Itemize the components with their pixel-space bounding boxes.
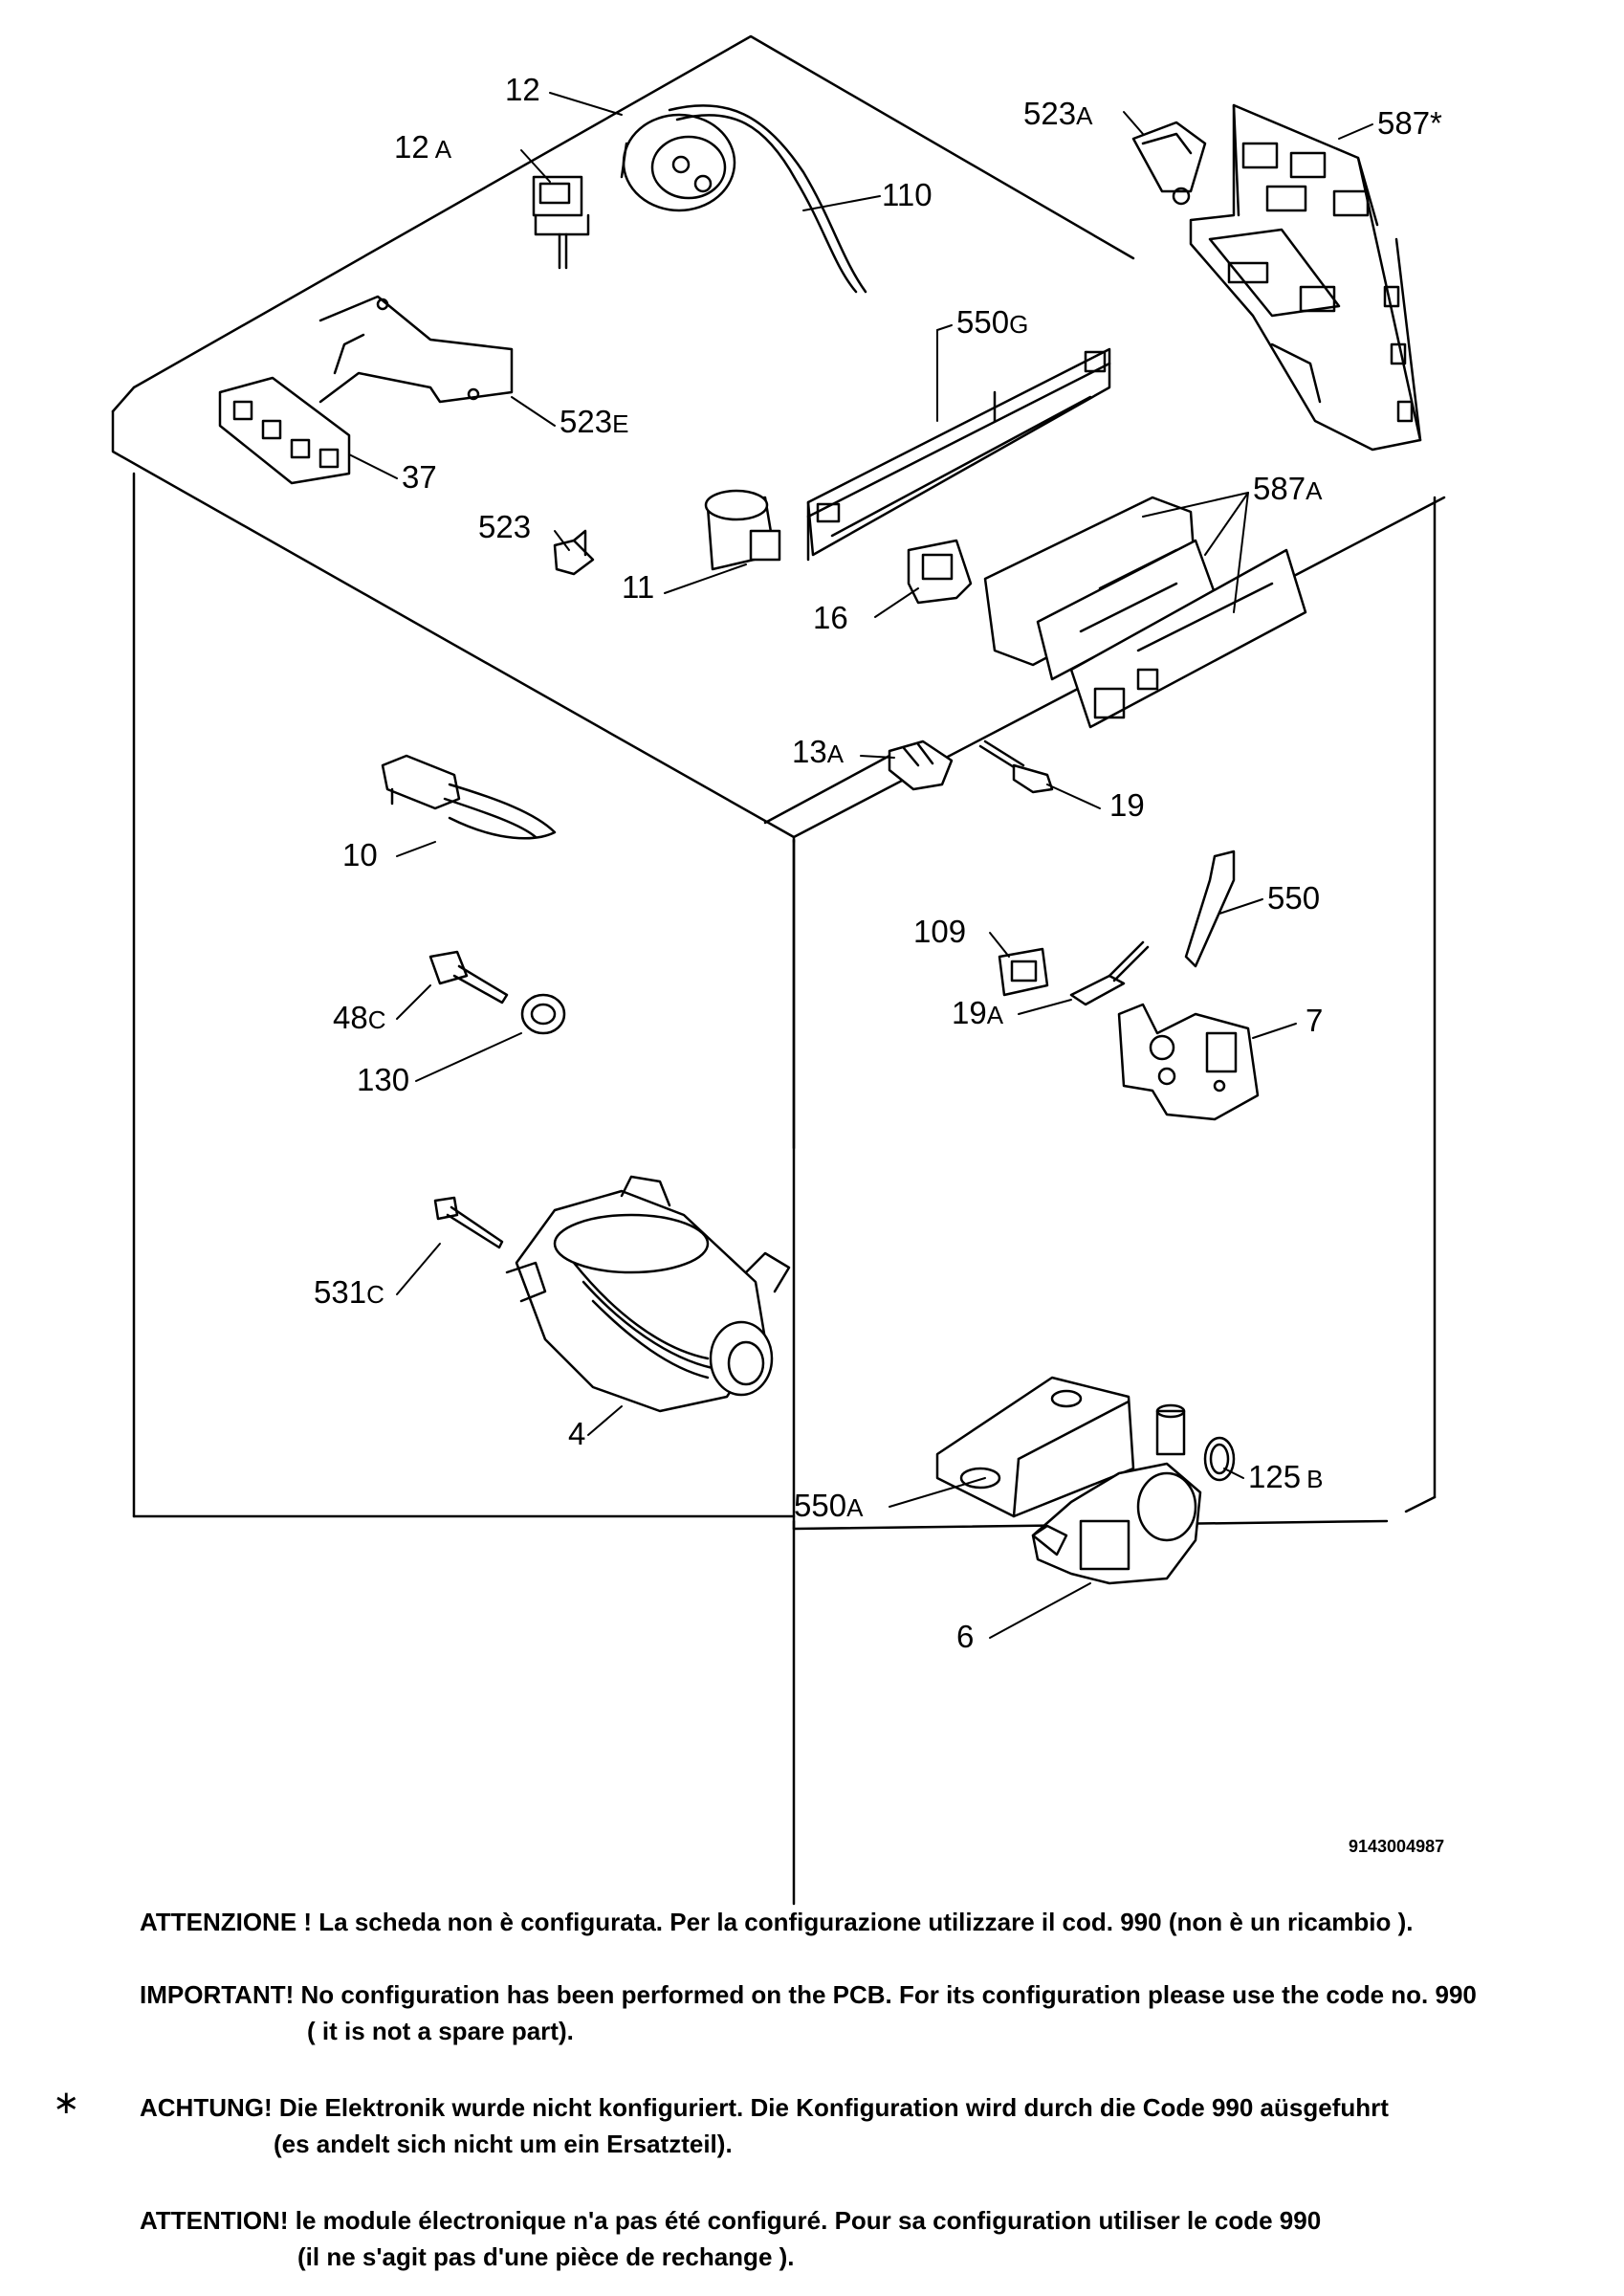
label-48c: 48C	[333, 1000, 386, 1035]
label-16: 16	[813, 600, 848, 635]
label-130: 130	[357, 1062, 409, 1097]
label-19a: 19A	[952, 995, 1004, 1030]
note-english-line1: IMPORTANT! No configuration has been per…	[140, 1980, 1477, 2009]
part-37-terminal-block	[218, 376, 351, 485]
label-109: 109	[913, 914, 966, 949]
part-13a-connector	[888, 740, 954, 791]
part-6-drain-pump	[1031, 1403, 1202, 1585]
label-6: 6	[956, 1619, 974, 1654]
note-german-line1: ACHTUNG! Die Elektronik wurde nicht konf…	[140, 2093, 1389, 2122]
label-587a: 587A	[1253, 471, 1323, 506]
part-109-latch	[998, 947, 1049, 997]
label-4: 4	[568, 1416, 585, 1451]
label-523: 523	[478, 509, 531, 544]
leader-lines	[348, 92, 1373, 1639]
part-550-lever	[1184, 850, 1236, 968]
label-587-star: 587*	[1377, 105, 1442, 141]
note-english-line2: ( it is not a spare part).	[307, 2017, 574, 2045]
note-french: ATTENTION! le module électronique n'a pa…	[140, 2202, 1321, 2275]
part-16-relay	[907, 539, 973, 605]
exploded-parts-diagram: 12 12A 110 523A 587* 550G 523E 37 523 11…	[111, 34, 1446, 1906]
part-587a-control-boards	[983, 496, 1307, 729]
label-531c: 531C	[314, 1274, 384, 1310]
part-523a-clip	[1131, 121, 1207, 206]
label-37: 37	[402, 459, 437, 495]
part-4-motor	[505, 1175, 791, 1413]
part-523e-bracket	[318, 295, 514, 404]
note-italian: ATTENZIONE ! La scheda non è configurata…	[140, 1904, 1414, 1940]
note-italian-line1: ATTENZIONE ! La scheda non è configurata…	[140, 1908, 1414, 1936]
label-550: 550	[1267, 880, 1320, 916]
part-19-sensor	[978, 740, 1054, 794]
part-48c-bolt	[428, 950, 509, 1004]
part-12-pressure-switch	[620, 103, 867, 294]
drawing-code: 9143004987	[1349, 1837, 1444, 1856]
note-german-line2: (es andelt sich nicht um ein Ersatzteil)…	[274, 2130, 733, 2158]
cabinet-outline	[111, 34, 1446, 1906]
part-11-capacitor	[704, 489, 781, 571]
part-19a-sensor	[1069, 940, 1150, 1006]
label-7: 7	[1306, 1003, 1323, 1038]
part-587-star-board	[1189, 103, 1422, 452]
part-531c-screw	[433, 1196, 504, 1249]
part-550g-console-strip	[806, 347, 1111, 562]
note-french-line2: (il ne s'agit pas d'une pièce de rechang…	[297, 2242, 795, 2271]
label-550g: 550G	[956, 304, 1028, 340]
part-550a-cover	[935, 1376, 1135, 1518]
label-110: 110	[882, 177, 933, 212]
note-german: ACHTUNG! Die Elektronik wurde nicht konf…	[140, 2089, 1389, 2162]
part-12a-valve	[532, 175, 590, 270]
label-12: 12	[505, 72, 540, 107]
label-523e: 523E	[560, 404, 628, 439]
note-french-line1: ATTENTION! le module électronique n'a pa…	[140, 2206, 1322, 2235]
part-7-door-lock	[1117, 1003, 1260, 1121]
label-550a: 550A	[794, 1488, 864, 1523]
part-130-nut	[520, 993, 566, 1035]
part-523-small-clip	[553, 529, 595, 576]
label-523a: 523A	[1023, 96, 1093, 131]
part-125b-o-ring	[1203, 1436, 1236, 1482]
label-19: 19	[1109, 787, 1145, 823]
asterisk-marker: ∗	[53, 2085, 80, 2121]
note-english: IMPORTANT! No configuration has been per…	[140, 1976, 1477, 2049]
label-10: 10	[342, 837, 378, 872]
label-13a: 13A	[792, 734, 845, 769]
label-11: 11	[622, 569, 654, 605]
part-10-heater	[381, 754, 557, 840]
